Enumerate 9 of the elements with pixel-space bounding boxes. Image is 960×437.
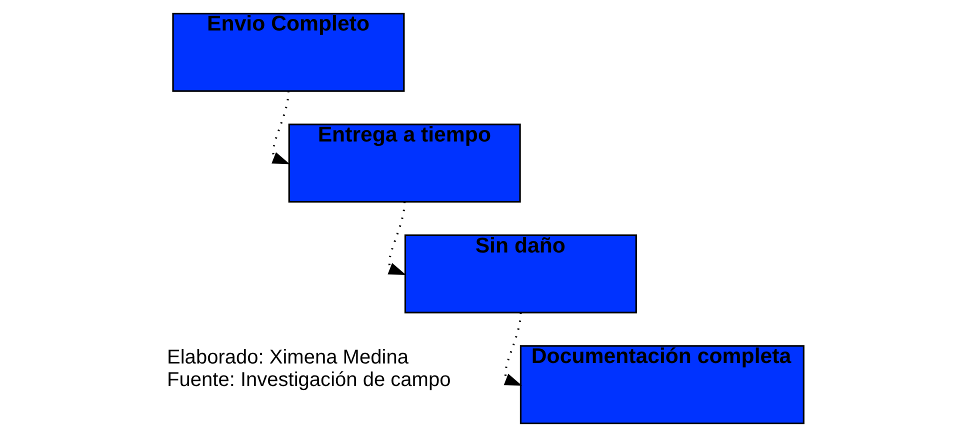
label: Elaborado: Ximena Medina — [167, 346, 408, 368]
node-box: Sin daño — [404, 234, 637, 314]
label: Fuente: Investigación de campo — [167, 369, 451, 392]
arrow — [388, 202, 406, 275]
node-box: Entrega a tiempo — [288, 124, 521, 203]
arrow — [504, 312, 522, 386]
node-box: Envio Completo — [172, 12, 405, 92]
node-box: Documentación completa — [520, 345, 804, 424]
arrow — [272, 90, 290, 164]
